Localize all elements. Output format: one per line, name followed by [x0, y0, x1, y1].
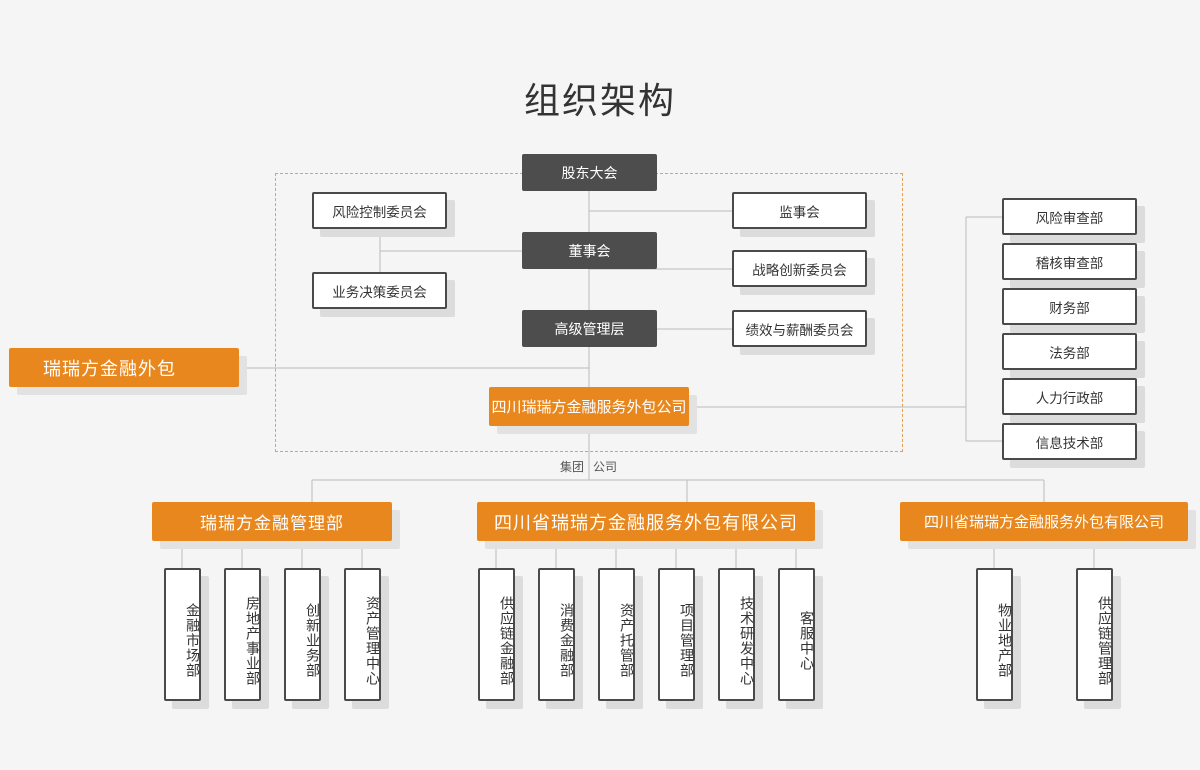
shareholders-box: 股东大会 — [522, 154, 657, 191]
group-label-1: 集团 — [560, 460, 585, 474]
unit-innovation: 创新业务部 — [284, 568, 321, 701]
division-2-box: 四川省瑞瑞方金融服务外包有限公司 — [477, 502, 815, 541]
business-committee-box: 业务决策委员会 — [312, 272, 447, 309]
unit-consumer-finance: 消费金融部 — [538, 568, 575, 701]
division-3-box: 四川省瑞瑞方金融服务外包有限公司 — [900, 502, 1188, 541]
page-title: 组织架构 — [523, 81, 676, 122]
dept-finance: 财务部 — [1002, 288, 1137, 325]
unit-project-management: 项目管理部 — [658, 568, 695, 701]
dept-audit: 稽核审查部 — [1002, 243, 1137, 280]
dept-risk-review: 风险审查部 — [1002, 198, 1137, 235]
unit-real-estate: 房地产事业部 — [224, 568, 261, 701]
main-company-box: 四川瑞瑞方金融服务外包公司 — [489, 387, 689, 426]
unit-property: 物业地产部 — [976, 568, 1013, 701]
dept-hr-admin: 人力行政部 — [1002, 378, 1137, 415]
unit-asset-custody: 资产托管部 — [598, 568, 635, 701]
unit-asset-management: 资产管理中心 — [344, 568, 381, 701]
risk-committee-box: 风险控制委员会 — [312, 192, 447, 229]
strategy-committee-box: 战略创新委员会 — [732, 250, 867, 287]
supervisory-board-box: 监事会 — [732, 192, 867, 229]
group-label-2: 公司 — [593, 460, 618, 474]
unit-customer-service: 客服中心 — [778, 568, 815, 701]
unit-rnd-center: 技术研发中心 — [718, 568, 755, 701]
board-box: 董事会 — [522, 232, 657, 269]
senior-management-box: 高级管理层 — [522, 310, 657, 347]
brand-box: 瑞瑞方金融外包 — [9, 348, 239, 387]
division-1-box: 瑞瑞方金融管理部 — [152, 502, 392, 541]
dept-it: 信息技术部 — [1002, 423, 1137, 460]
unit-supply-chain-management: 供应链管理部 — [1076, 568, 1113, 701]
unit-supply-chain-finance: 供应链金融部 — [478, 568, 515, 701]
unit-financial-markets: 金融市场部 — [164, 568, 201, 701]
dept-legal: 法务部 — [1002, 333, 1137, 370]
compensation-committee-box: 绩效与薪酬委员会 — [732, 310, 867, 347]
